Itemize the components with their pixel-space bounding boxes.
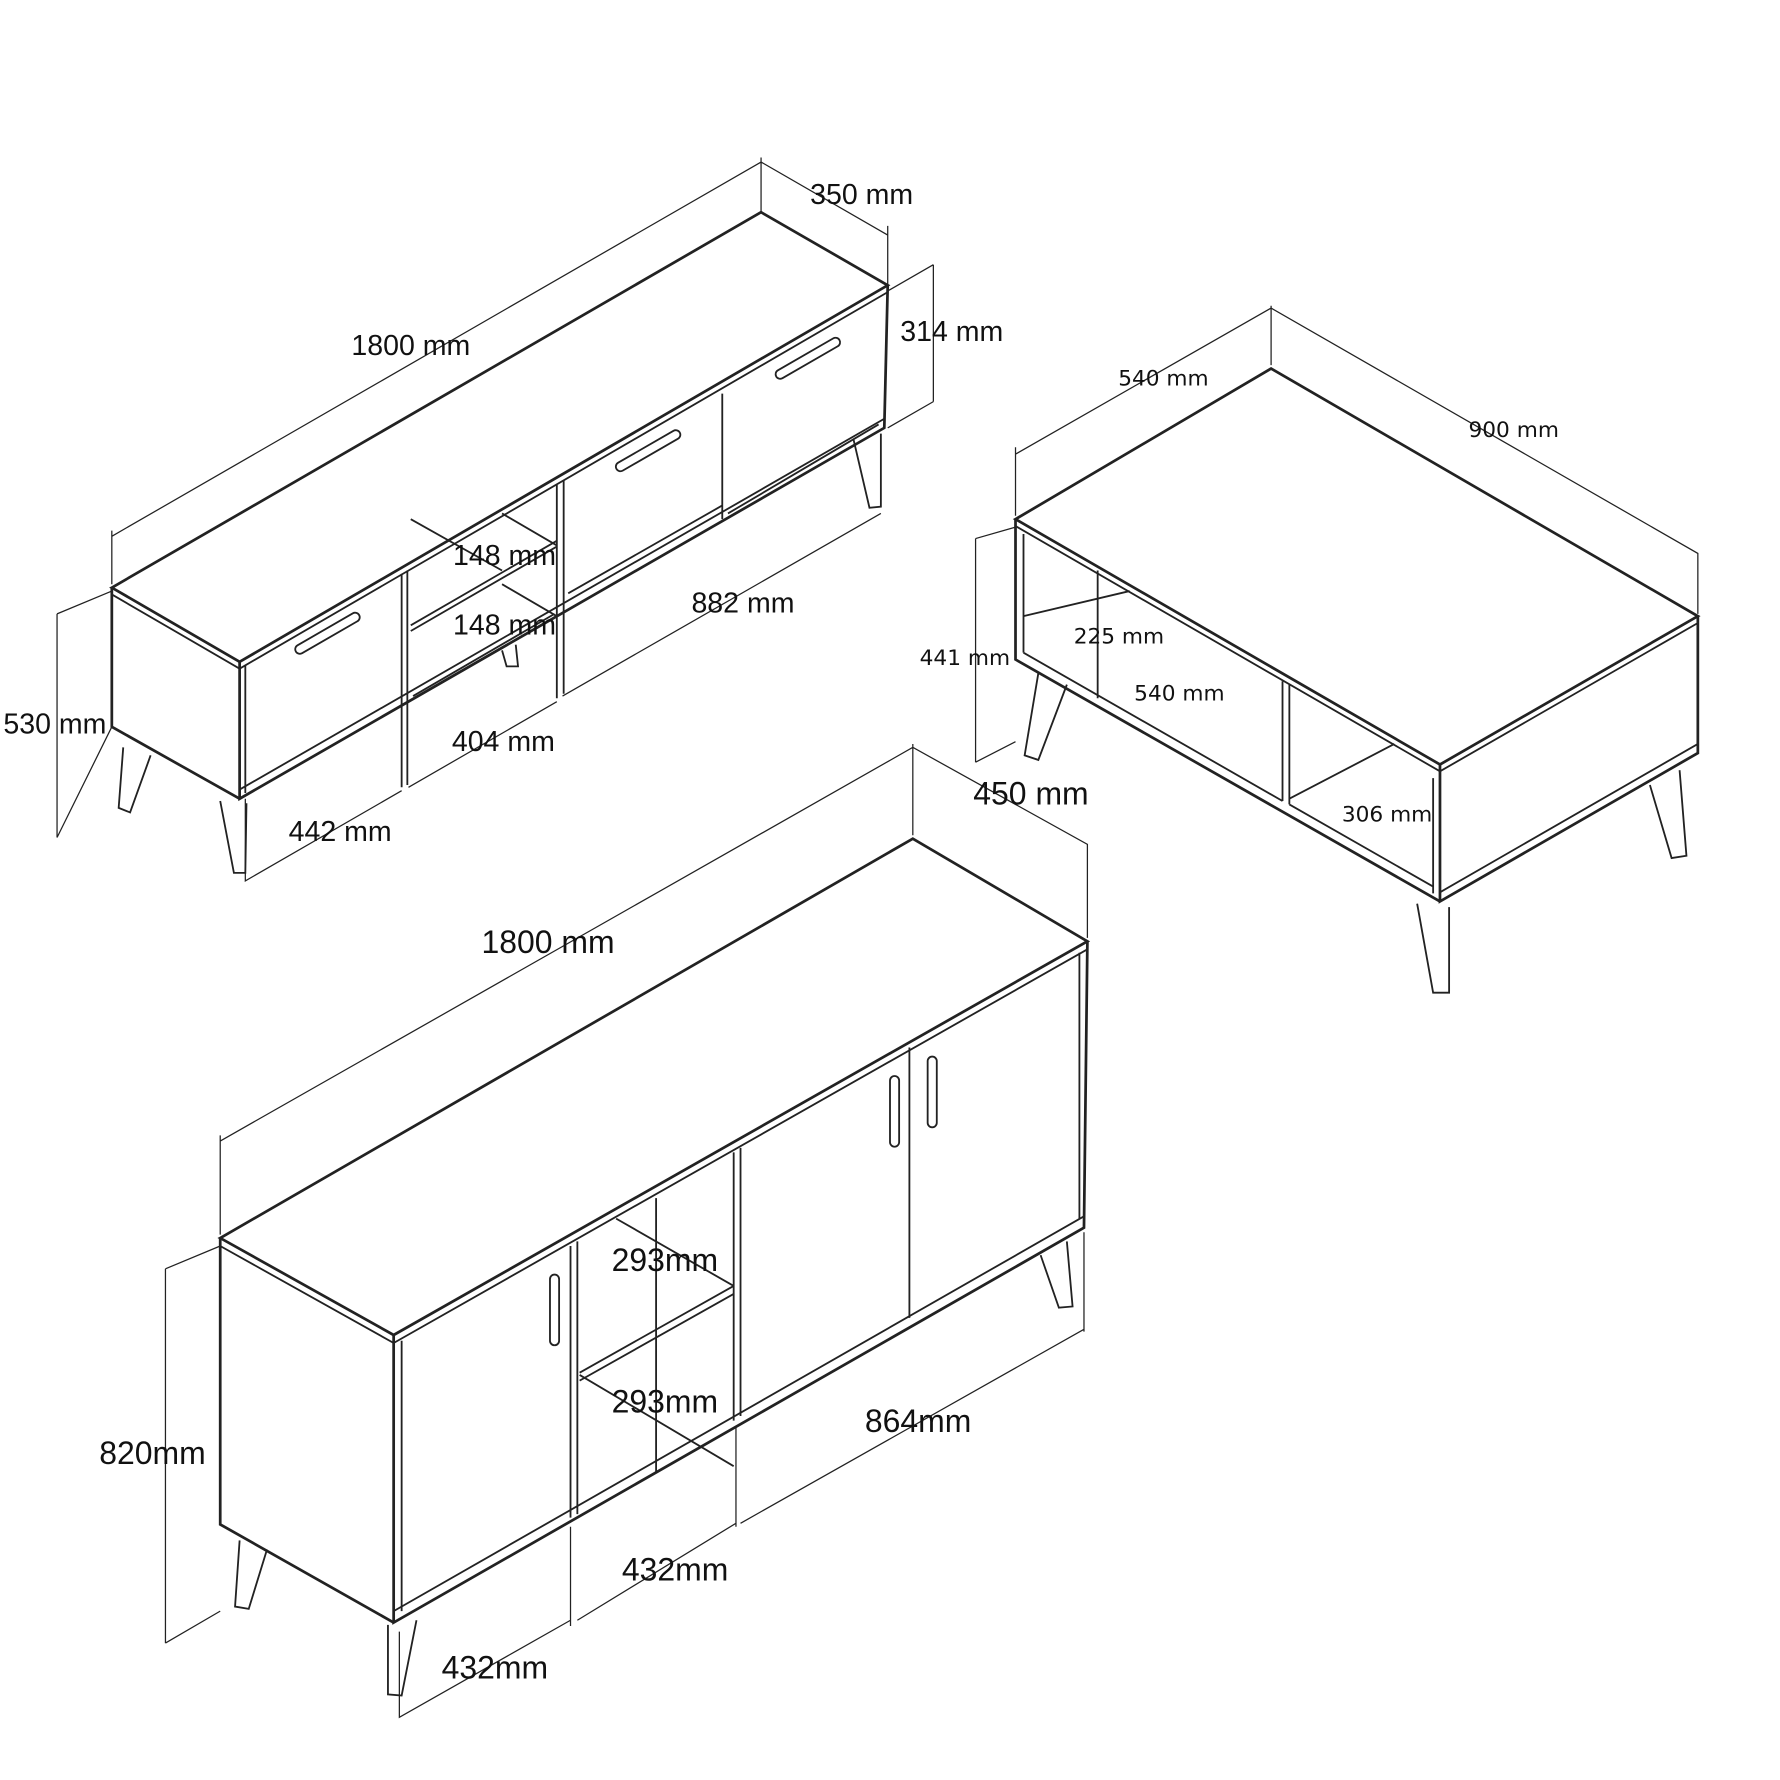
table-depth-label: 540 mm: [1118, 367, 1208, 392]
handle-icon: [774, 336, 841, 380]
table-shelf-height-label: 225 mm: [1074, 625, 1164, 650]
tv-depth-label: 350 mm: [810, 179, 913, 211]
sideboard: [164, 743, 1091, 1719]
handle-icon: [614, 429, 682, 473]
tv-door-height-label: 314 mm: [900, 316, 1003, 348]
tv-width-label: 1800 mm: [351, 330, 470, 362]
sideboard-shelf-upper-label: 293mm: [612, 1242, 719, 1278]
sideboard-left-section-label: 432mm: [442, 1649, 548, 1685]
table-length-label: 900 mm: [1469, 418, 1559, 443]
table-height-label: 441 mm: [920, 646, 1010, 671]
tv-shelf-upper-label: 148 mm: [453, 540, 556, 572]
handle-icon: [926, 1055, 938, 1129]
table-shelf-width-label: 540 mm: [1134, 682, 1224, 707]
table-compartment-label: 306 mm: [1342, 803, 1432, 828]
sideboard-right-section-label: 864mm: [865, 1403, 972, 1439]
sideboard-width-label: 1800 mm: [482, 924, 615, 960]
tv-unit: [56, 157, 934, 882]
coffee-table: [974, 305, 1701, 994]
handle-icon: [549, 1273, 561, 1347]
handle-icon: [889, 1075, 901, 1148]
tv-middle-section-label: 404 mm: [452, 726, 555, 758]
sideboard-depth-label: 450 mm: [973, 775, 1088, 811]
handle-icon: [294, 611, 361, 655]
tv-left-section-label: 442 mm: [289, 816, 392, 848]
tv-height-label: 530 mm: [3, 709, 106, 741]
sideboard-height-label: 820mm: [99, 1435, 205, 1471]
tv-right-section-label: 882 mm: [691, 588, 794, 620]
tv-shelf-lower-label: 148 mm: [453, 609, 556, 641]
sideboard-middle-section-label: 432mm: [622, 1551, 729, 1587]
sideboard-shelf-lower-label: 293mm: [612, 1384, 719, 1420]
